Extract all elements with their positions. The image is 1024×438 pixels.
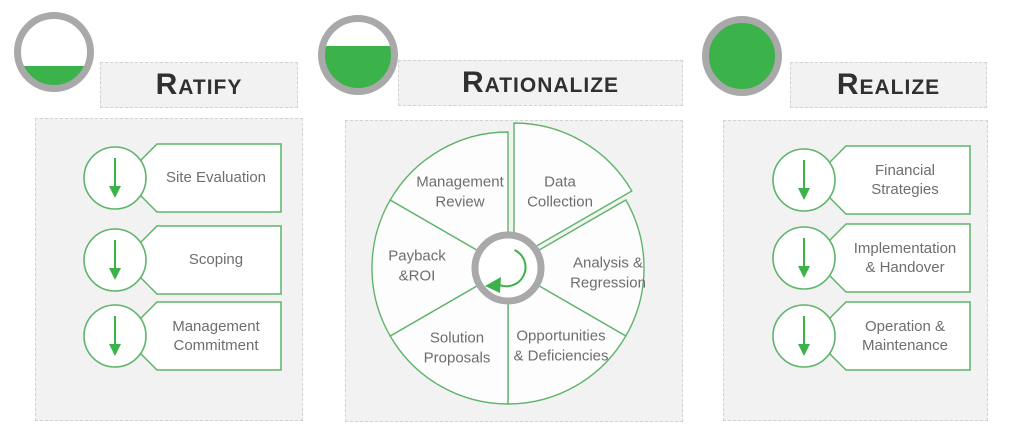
step-management-commitment: Management Commitment: [79, 294, 289, 378]
pie-hub-ring: [471, 231, 545, 305]
pie-slice-analysis-regression: [506, 199, 645, 337]
step-label: Operation & Maintenance: [862, 317, 948, 355]
pie-slice-data-collection: [513, 122, 633, 261]
step-label: Implementation & Handover: [853, 239, 957, 277]
pie-slice-management-review: [389, 131, 509, 270]
progress-circle-rationalize: [318, 15, 398, 95]
pie-label-management-review: Management Review: [416, 173, 504, 211]
pie-slice-solution-proposals: [389, 266, 509, 405]
phase-title-ratify: Ratify: [100, 62, 298, 108]
step-shape: [83, 143, 282, 213]
pie-label-analysis-regression: Analysis & Regression: [570, 254, 646, 292]
step-implementation-handover: Implementation & Handover: [768, 216, 978, 300]
step-shape: [772, 223, 971, 293]
progress-circle-ratify: [14, 12, 94, 92]
cycle-pie-chart: Data Collection Analysis & Regression Op…: [358, 118, 658, 418]
down-arrow-head-icon: [109, 186, 121, 198]
step-shape: [83, 301, 282, 371]
cycle-arrow-icon: [498, 249, 527, 288]
step-label: Scoping: [188, 251, 244, 269]
down-arrow-head-icon: [798, 188, 810, 200]
step-shape: [772, 301, 971, 371]
step-shape: [772, 145, 971, 215]
step-scoping: Scoping: [79, 218, 289, 302]
step-financial-strategies: Financial Strategies: [768, 138, 978, 222]
down-arrow-head-icon: [798, 344, 810, 356]
pie-label-data-collection: Data Collection: [527, 173, 593, 211]
step-operation-maintenance: Operation & Maintenance: [768, 294, 978, 378]
down-arrow-head-icon: [798, 266, 810, 278]
pie-svg: [371, 122, 645, 405]
step-label: Site Evaluation: [165, 169, 267, 187]
pie-label-solution-proposals: Solution Proposals: [423, 329, 491, 367]
step-site-evaluation: Site Evaluation: [79, 136, 289, 220]
step-label: Financial Strategies: [871, 161, 939, 199]
down-arrow-head-icon: [109, 344, 121, 356]
pie-slice-opportunities-deficiencies: [507, 266, 627, 405]
progress-circle-realize: [702, 16, 782, 96]
phase-title-rationalize: Rationalize: [398, 60, 683, 106]
pie-slice-payback-roi: [371, 199, 510, 337]
phase-title-realize: Realize: [790, 62, 987, 108]
step-shape: [83, 225, 282, 295]
down-arrow-head-icon: [109, 268, 121, 280]
pie-label-opportunities-deficiencies: Opportunities & Deficiencies: [513, 327, 609, 365]
cycle-arrow-head-icon: [485, 277, 501, 293]
step-label: Management Commitment: [172, 317, 260, 355]
pie-label-payback-roi: Payback &ROI: [388, 247, 446, 285]
